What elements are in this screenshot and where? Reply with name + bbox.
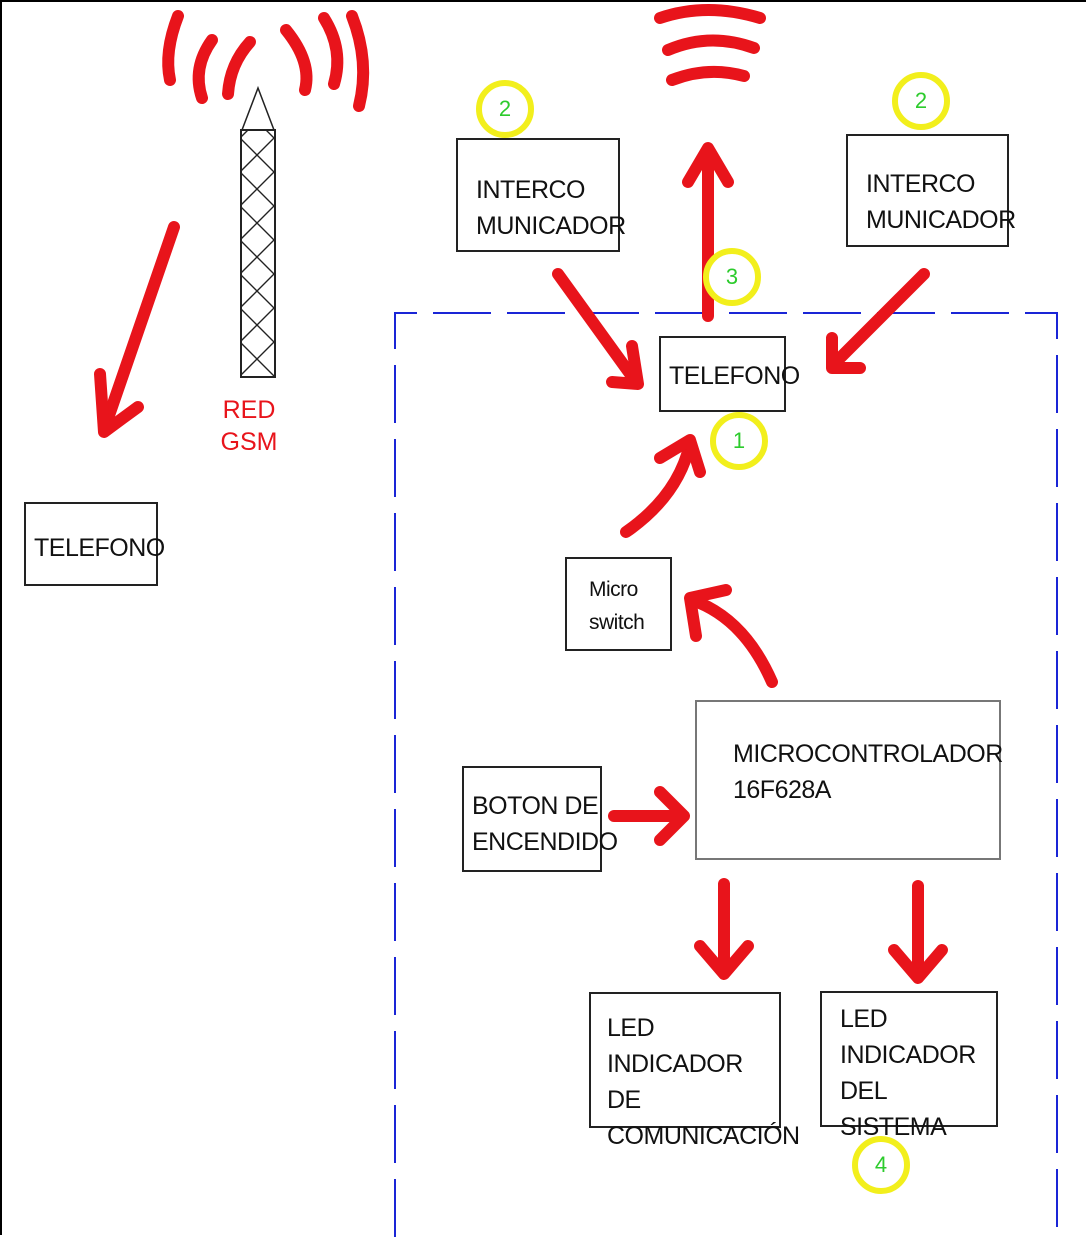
micro-switch-line1: Micro bbox=[589, 573, 670, 606]
tower-signal-waves-icon bbox=[168, 16, 363, 106]
external-telefono-box: TELEFONO bbox=[24, 502, 158, 586]
phone-signal-waves-icon bbox=[660, 10, 760, 80]
arrow-tower-to-telefono bbox=[104, 227, 174, 430]
intercom-right-line1: INTERCO bbox=[866, 166, 1007, 202]
led-communication-box: LED INDICADOR DE COMUNICACIÓN bbox=[589, 992, 781, 1128]
telefono-label: TELEFONO bbox=[669, 358, 784, 394]
led-communication-line1: LED INDICADOR bbox=[607, 1010, 779, 1082]
gsm-tower-icon bbox=[241, 88, 275, 377]
arrow-intercom-left-to-telefono bbox=[558, 274, 636, 382]
intercom-left-line1: INTERCO bbox=[476, 172, 618, 208]
microcontroller-line1: MICROCONTROLADOR bbox=[733, 736, 999, 772]
micro-switch-line2: switch bbox=[589, 606, 670, 639]
gsm-label-line2: GSM bbox=[214, 426, 284, 458]
badge-telefono: 1 bbox=[710, 412, 768, 470]
arrow-microcontroller-to-microswitch bbox=[692, 600, 772, 682]
badge-intercom-left: 2 bbox=[476, 80, 534, 138]
microcontroller-line2: 16F628A bbox=[733, 772, 999, 808]
led-system-line2: INDICADOR bbox=[840, 1037, 996, 1073]
microcontroller-box: MICROCONTROLADOR 16F628A bbox=[695, 700, 1001, 860]
gsm-label-line1: RED bbox=[214, 394, 284, 426]
micro-switch-box: Micro switch bbox=[565, 557, 672, 651]
led-system-line1: LED bbox=[840, 1001, 996, 1037]
intercom-left-box: INTERCO MUNICADOR bbox=[456, 138, 620, 252]
badge-intercom-right: 2 bbox=[892, 72, 950, 130]
led-system-box: LED INDICADOR DEL SISTEMA bbox=[820, 991, 998, 1127]
badge-uplink: 3 bbox=[703, 248, 761, 306]
power-button-box: BOTON DE ENCENDIDO bbox=[462, 766, 602, 872]
led-communication-line3: COMUNICACIÓN bbox=[607, 1118, 779, 1154]
power-button-line1: BOTON DE bbox=[472, 788, 600, 824]
badge-led-system: 4 bbox=[852, 1136, 910, 1194]
external-telefono-label: TELEFONO bbox=[34, 530, 156, 566]
intercom-right-box: INTERCO MUNICADOR bbox=[846, 134, 1009, 247]
led-system-line3: DEL SISTEMA bbox=[840, 1073, 996, 1145]
arrow-intercom-right-to-telefono bbox=[834, 274, 924, 364]
led-communication-line2: DE bbox=[607, 1082, 779, 1118]
intercom-left-line2: MUNICADOR bbox=[476, 208, 618, 244]
gsm-network-label: RED GSM bbox=[214, 394, 284, 458]
telefono-box: TELEFONO bbox=[659, 336, 786, 412]
power-button-line2: ENCENDIDO bbox=[472, 824, 600, 860]
intercom-right-line2: MUNICADOR bbox=[866, 202, 1007, 238]
